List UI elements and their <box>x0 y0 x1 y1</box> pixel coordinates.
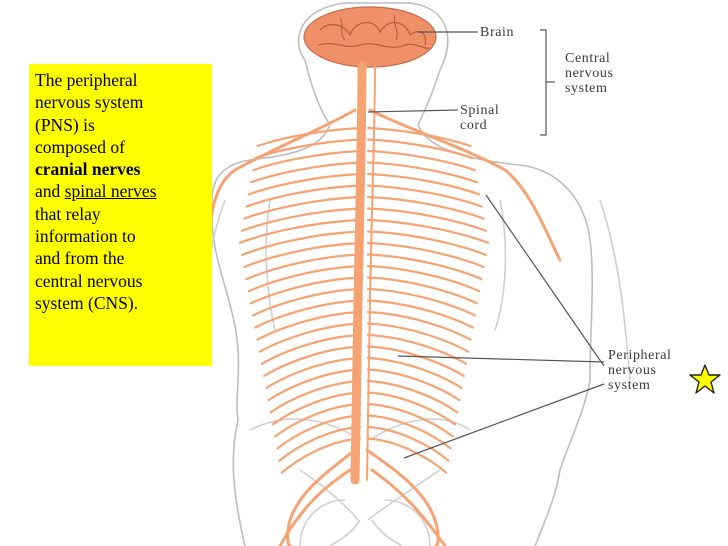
spinal-nerve-right <box>366 207 487 232</box>
spinal-nerve-left <box>252 149 362 172</box>
cns-label-line2: nervous <box>565 66 614 81</box>
info-line: composed of <box>35 136 125 157</box>
spinal-nerve-right <box>366 276 479 305</box>
spinal-nerves-link[interactable]: spinal nerves <box>64 181 157 202</box>
spinal-nerve-right <box>366 230 487 256</box>
spinal-nerve-left <box>247 264 362 293</box>
pns-info-box: The peripheral nervous system (PNS) is c… <box>29 64 212 366</box>
spinal-nerve-left <box>274 402 362 438</box>
and-word: and <box>35 181 61 202</box>
spinal-nerve-left <box>245 253 362 281</box>
spinal-nerve-left <box>245 184 362 208</box>
spinal-nerve-right <box>366 333 468 365</box>
spinal-nerve-left <box>254 299 362 329</box>
spinal-nerve-right <box>366 195 485 220</box>
spinal-nerve-left <box>241 207 362 232</box>
brain-label: Brain <box>480 25 515 40</box>
spinal-nerve-left <box>249 161 362 184</box>
spinal-nerve-right <box>366 241 485 269</box>
spinal-nerve-left <box>260 333 362 365</box>
info-line: system (CNS). <box>35 292 139 313</box>
spinal-nerve-right <box>366 437 448 474</box>
brain <box>303 6 437 68</box>
spinal-nerve-left <box>263 345 362 377</box>
info-line: and spinal nerves <box>35 180 208 202</box>
pns-label-line3: system <box>608 378 651 393</box>
spinal-nerve-left <box>241 230 362 256</box>
spinal-nerve-right <box>366 414 452 450</box>
spinal-nerve-left <box>238 218 362 244</box>
spinal-nerve-left <box>267 368 362 402</box>
spinal-nerve-right <box>366 161 479 184</box>
pns-label-line1: Peripheral <box>608 348 672 363</box>
spinal-nerve-left <box>243 195 362 220</box>
spinal-nerve-left <box>269 379 362 414</box>
spinal-nerve-right <box>366 356 463 390</box>
spinal-nerve-left <box>247 172 362 196</box>
spinal-nerve-left <box>276 414 362 450</box>
info-line: nervous system <box>35 92 144 113</box>
spinal-nerve-right <box>366 368 461 402</box>
spinal-nerve-right <box>366 149 476 172</box>
info-line: (PNS) is <box>35 114 95 135</box>
spinal-nerve-right <box>366 138 474 160</box>
cns-label-line3: system <box>565 81 608 96</box>
spinal-nerve-right <box>366 402 454 438</box>
spinal-nerve-left <box>278 425 362 462</box>
cns-label-line1: Central <box>565 51 611 66</box>
spinal-nerve-left <box>265 356 362 390</box>
spinal-nerve-left <box>252 287 362 317</box>
spinal-nerve-right <box>366 391 457 426</box>
spinal-nerve-right <box>366 379 459 414</box>
spinal-nerve-right <box>366 310 472 341</box>
spinal-nerve-right <box>366 425 450 462</box>
spinal-nerve-left <box>249 276 362 305</box>
info-line: central nervous <box>35 270 143 291</box>
info-line: and from the <box>35 248 125 269</box>
spinal-nerve-left <box>256 126 362 148</box>
spinal-nerve-right <box>366 264 481 293</box>
spinal-nerve-left <box>256 310 362 341</box>
cranial-nerves-term: cranial nerves <box>35 159 141 180</box>
spinal-nerve-right <box>366 172 481 196</box>
spinal-nerve-right <box>366 218 490 244</box>
pointer-lines <box>367 29 605 459</box>
spinal-nerve-left <box>243 241 362 269</box>
spinal-nerve-right <box>366 184 483 208</box>
star-icon[interactable] <box>688 364 722 394</box>
pns-label-line2: nervous <box>608 363 657 378</box>
spinal-nerve-right <box>366 253 483 281</box>
spinal-nerve-right <box>366 322 470 353</box>
limb-nerves <box>208 108 562 546</box>
spinal-nerves-right <box>366 126 490 474</box>
spinal-nerve-right <box>366 345 465 377</box>
spinal-nerve-left <box>258 322 362 353</box>
info-line: cranial nerves <box>35 158 208 180</box>
spinal-nerve-left <box>271 391 362 426</box>
spinal-nerves-left <box>238 126 362 474</box>
info-line: The peripheral <box>35 70 138 90</box>
info-line: that relay <box>35 203 101 224</box>
spinal-nerve-right <box>366 299 474 329</box>
spinal-nerve-right <box>366 287 476 317</box>
spinal-label-line2: cord <box>460 118 488 133</box>
info-line: information to <box>35 226 136 247</box>
spinal-label-line1: Spinal <box>460 103 500 118</box>
spinal-nerve-left <box>280 437 362 474</box>
